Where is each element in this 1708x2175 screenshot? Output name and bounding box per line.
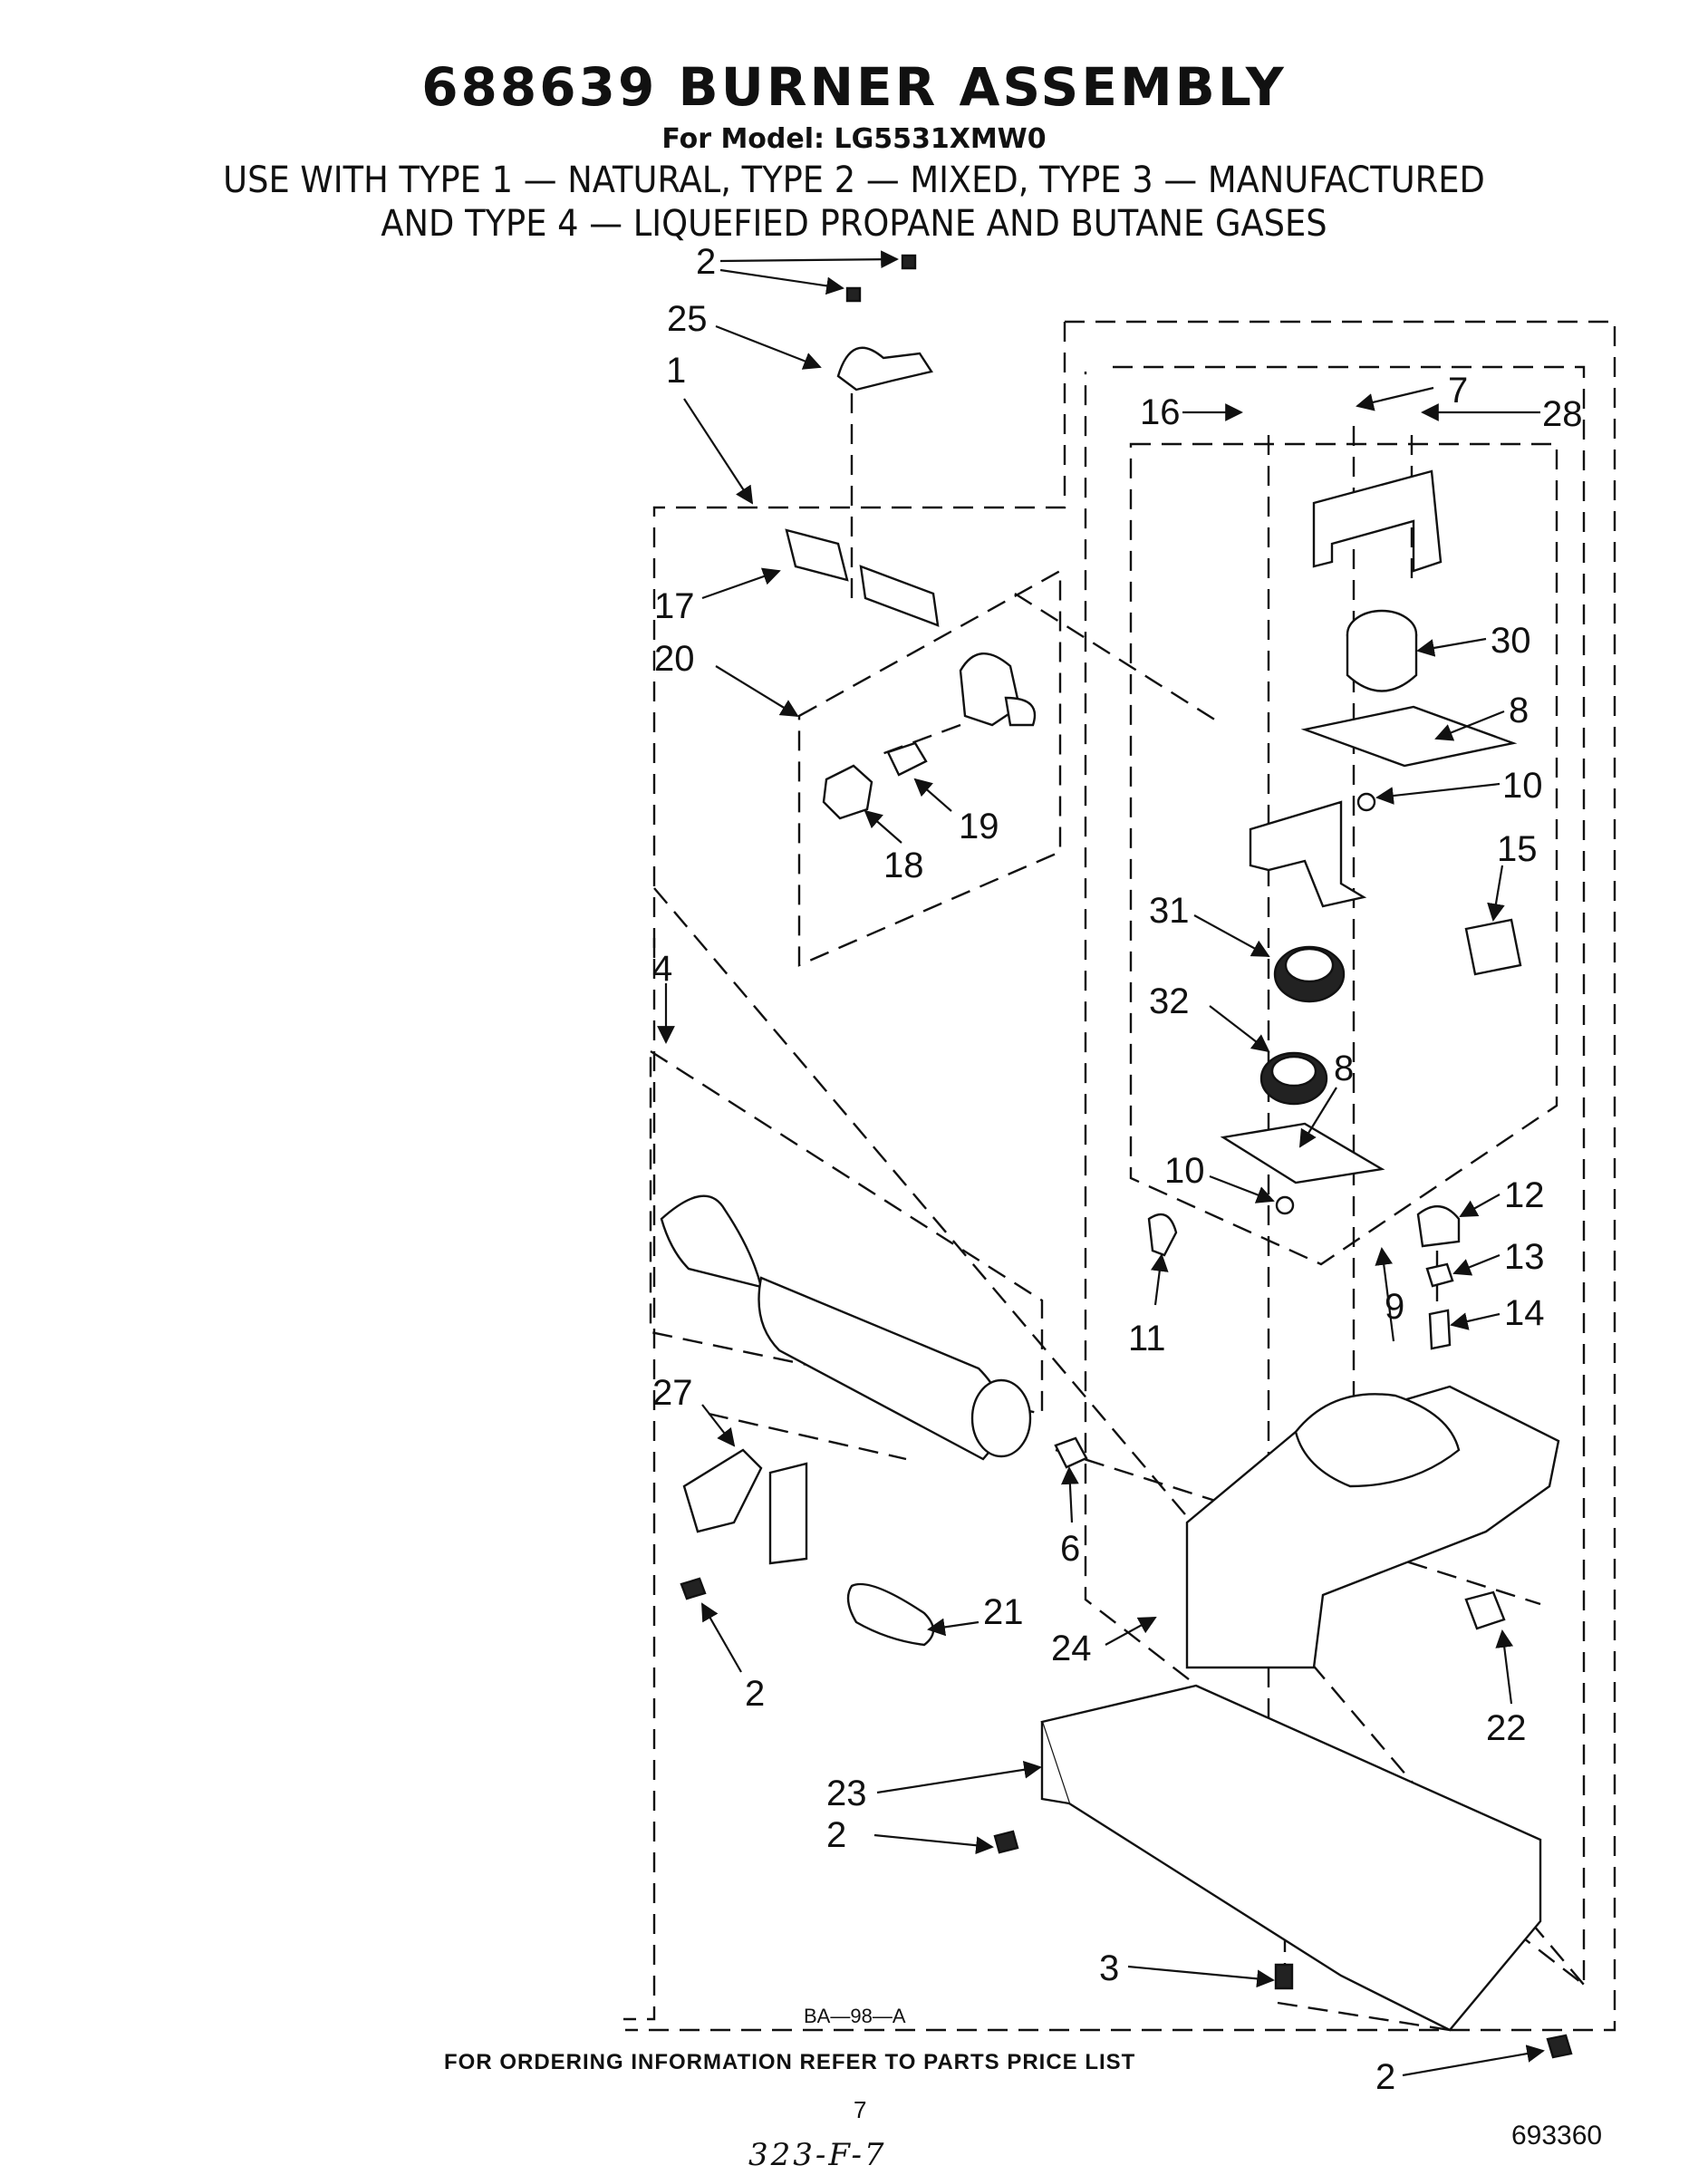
callout-31: 31 <box>1149 891 1190 931</box>
callout-17: 17 <box>654 586 695 626</box>
callout-21: 21 <box>983 1592 1024 1632</box>
callout-27: 27 <box>652 1373 693 1413</box>
callout-8-upper: 8 <box>1509 691 1529 730</box>
callout-22: 22 <box>1486 1708 1527 1748</box>
callout-3: 3 <box>1099 1948 1119 1988</box>
callout-9: 9 <box>1385 1287 1404 1327</box>
leader-lines <box>657 250 1545 2077</box>
callout-18: 18 <box>883 846 924 885</box>
callout-labels: 2 25 1 17 20 18 19 4 16 7 28 30 8 10 15 … <box>652 242 1583 2097</box>
callout-7: 7 <box>1448 371 1468 411</box>
callout-32: 32 <box>1149 981 1190 1021</box>
callout-13: 13 <box>1504 1237 1545 1277</box>
page-number: 7 <box>854 2096 867 2123</box>
parts <box>660 254 1573 2059</box>
ordering-note: FOR ORDERING INFORMATION REFER TO PARTS … <box>444 2050 1136 2074</box>
callout-23: 23 <box>826 1774 867 1813</box>
callout-25: 25 <box>667 299 708 339</box>
callout-16: 16 <box>1140 392 1181 432</box>
callout-28: 28 <box>1542 394 1583 434</box>
handwritten-note: 323-F-7 <box>748 2137 887 2173</box>
callout-8-lower: 8 <box>1334 1049 1354 1088</box>
diagram-code: BA—98—A <box>804 2005 906 2027</box>
callout-2-bottom: 2 <box>1375 2057 1395 2097</box>
callout-24: 24 <box>1051 1629 1092 1668</box>
callout-11: 11 <box>1128 1319 1166 1358</box>
callout-4: 4 <box>652 949 672 989</box>
callout-2-bracket: 2 <box>826 1815 846 1855</box>
callout-12: 12 <box>1504 1175 1545 1215</box>
document-number: 693360 <box>1511 2121 1603 2151</box>
callout-6: 6 <box>1060 1529 1080 1569</box>
callout-1: 1 <box>666 351 686 391</box>
callout-2-igniter: 2 <box>745 1674 765 1714</box>
callout-14: 14 <box>1504 1293 1545 1333</box>
model-line: For Model: LG5531XMW0 <box>661 123 1047 155</box>
page-title: 688639 BURNER ASSEMBLY <box>421 56 1287 118</box>
callout-2-top: 2 <box>696 242 716 282</box>
gas-type-line-2: AND TYPE 4 — LIQUEFIED PROPANE AND BUTAN… <box>381 203 1327 245</box>
gas-type-line-1: USE WITH TYPE 1 — NATURAL, TYPE 2 — MIXE… <box>223 160 1485 201</box>
callout-20: 20 <box>654 639 695 679</box>
callout-19: 19 <box>959 807 999 846</box>
callout-10-upper: 10 <box>1502 766 1543 806</box>
callout-30: 30 <box>1491 621 1531 661</box>
callout-10-lower: 10 <box>1164 1151 1205 1191</box>
callout-15: 15 <box>1497 829 1538 869</box>
